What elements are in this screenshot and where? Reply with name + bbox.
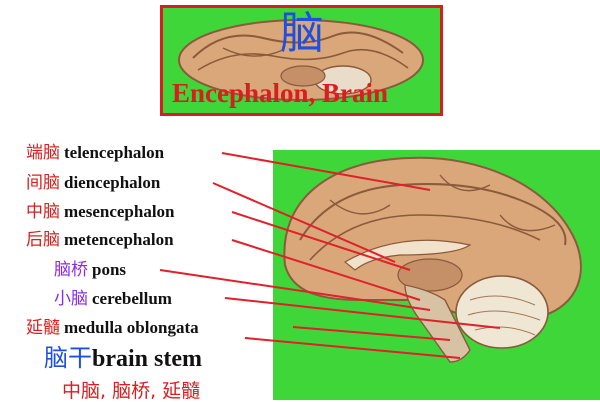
leader-telencephalon: [221, 152, 431, 191]
label-pons-zh: 脑桥: [54, 260, 88, 280]
label-diencephalon-zh: 间脑: [26, 173, 60, 193]
cerebellum-shape: [455, 275, 549, 349]
diencephalon-shape: [397, 258, 463, 292]
label-medulla-zh: 延髓: [26, 318, 60, 338]
label-diencephalon-en: diencephalon: [64, 173, 161, 192]
label-brain-stem-en: brain stem: [92, 346, 202, 372]
mini-brain-illustration: [178, 19, 424, 101]
leader-metencephalon: [231, 239, 421, 301]
label-cerebellum-en: cerebellum: [92, 289, 172, 308]
label-cerebellum-zh: 小脑: [54, 289, 88, 309]
leader-pons: [159, 269, 431, 311]
brain-stem-components-note: 中脑, 脑桥, 延髓: [62, 380, 201, 402]
label-telencephalon-zh: 端脑: [26, 143, 60, 163]
label-telencephalon-en: telencephalon: [64, 143, 165, 162]
label-metencephalon-en: metencephalon: [64, 230, 174, 249]
label-pons-en: pons: [92, 260, 127, 279]
label-medulla-en: medulla oblongata: [64, 318, 199, 337]
leader-mesencephalon: [231, 211, 411, 271]
leader-medulla: [292, 326, 451, 341]
label-brain-stem-zh: 脑干: [44, 344, 92, 372]
leader-diencephalon: [212, 182, 396, 263]
corpus-callosum-shape: [343, 239, 472, 271]
label-mesencephalon-zh: 中脑: [26, 202, 60, 222]
leader-brain-stem: [244, 337, 461, 359]
leader-cerebellum: [224, 297, 501, 329]
title-chinese: 脑: [280, 8, 324, 59]
brainstem-shape: [404, 284, 471, 363]
label-mesencephalon-en: mesencephalon: [64, 202, 175, 221]
title-panel: [160, 5, 443, 116]
label-metencephalon-zh: 后脑: [26, 230, 60, 250]
label-brain-stem: 脑干brain stem: [44, 346, 202, 371]
title-english: Encephalon, Brain: [172, 78, 389, 108]
